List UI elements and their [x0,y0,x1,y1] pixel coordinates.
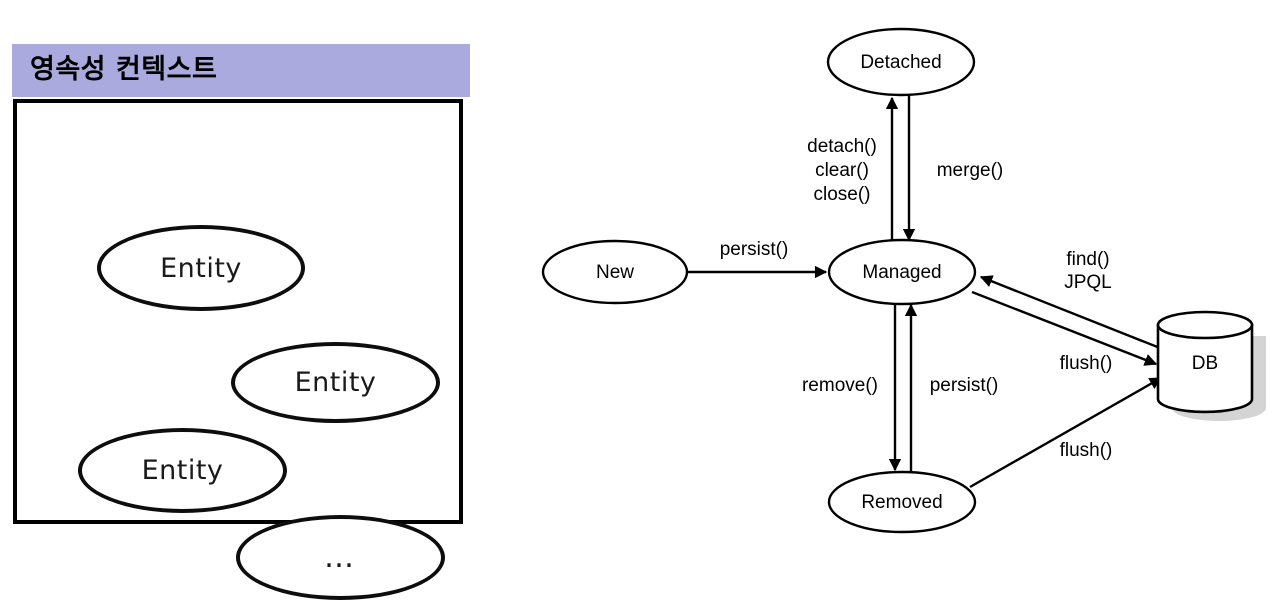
edge-label-close: close() [813,184,870,205]
node-managed[interactable]: Managed [827,238,977,306]
edge-label-merge: merge() [937,160,1004,181]
entity-node-3: Entity [78,428,287,513]
node-removed-shape [827,470,977,534]
edge-label-flush-managed: flush() [1060,353,1113,374]
node-database-label: DB [1192,353,1218,374]
persistence-context-panel: 영속성 컨텍스트 Entity Entity Entity … [0,0,500,600]
persistence-context-box: Entity Entity Entity … [13,99,463,600]
entity-node-1: Entity [97,225,305,311]
entity-node-ellipsis: … [236,515,445,600]
edge-label-find: find() [1066,249,1109,270]
edge-label-flush-removed: flush() [1060,440,1113,461]
entity-node-3-label: Entity [141,455,224,486]
edge-label-jpql: JPQL [1064,272,1112,293]
entity-node-1-label: Entity [160,252,242,284]
node-new-shape [541,239,689,305]
entity-lifecycle-diagram: Detached New Managed Removed DB detach()… [500,0,1280,576]
node-detached-label: Detached [860,52,941,73]
node-detached-shape [826,27,976,97]
entity-node-2-label: Entity [294,367,377,398]
edge-managed-to-db [971,290,1158,366]
edge-label-detach: detach() [807,136,877,157]
edge-removed-to-db [969,376,1163,489]
entity-node-2: Entity [231,342,440,423]
node-new-label: New [596,262,634,283]
persistence-context-header: 영속성 컨텍스트 [12,44,470,97]
node-detached[interactable]: Detached [826,27,976,97]
node-database[interactable]: DB [1156,310,1266,421]
database-cylinder-body [1156,323,1254,414]
edge-label-persist-removed: persist() [930,375,999,396]
edge-label-persist-new: persist() [720,239,789,260]
node-managed-label: Managed [862,262,941,283]
edge-db-to-managed [979,275,1161,350]
edge-label-clear: clear() [815,160,869,181]
edge-label-remove: remove() [802,375,878,396]
persistence-context-title: 영속성 컨텍스트 [30,54,218,85]
lifecycle-svg: Detached New Managed Removed DB detach()… [541,27,1266,534]
node-removed-label: Removed [861,492,942,513]
database-cylinder-top [1156,310,1254,340]
node-new[interactable]: New [541,239,689,305]
entity-node-ellipsis-label: … [324,539,357,575]
node-managed-shape [827,238,977,306]
node-removed[interactable]: Removed [827,470,977,534]
